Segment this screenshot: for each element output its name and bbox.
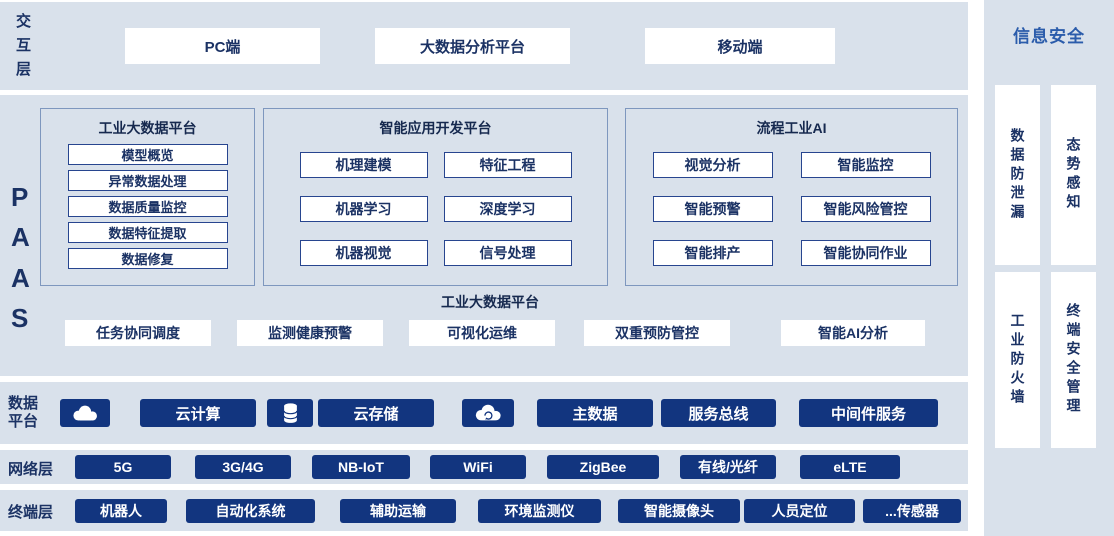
sec-data-leak-prevention: 数据防泄漏	[995, 85, 1040, 265]
security-panel-title: 信息安全	[1013, 27, 1085, 46]
sec-terminal-security-management: 终端安全管理	[1051, 272, 1096, 448]
security-panel: 信息安全 数据防泄漏 态势感知 工业防火墙 终端安全管理	[984, 0, 1114, 536]
node-signal-processing: 信号处理	[443, 240, 572, 266]
node-data-quality-monitoring: 数据质量监控	[67, 196, 228, 217]
node-5g: 5G	[75, 455, 171, 479]
terminal-layer-band: 终端层 机器人 自动化系统 辅助运输 环境监测仪 智能摄像头 人员定位 ...传…	[0, 490, 968, 531]
cloud-computing-icon	[60, 399, 110, 427]
network-layer-label: 网络层	[8, 461, 54, 478]
node-abnormal-data-processing: 异常数据处理	[67, 170, 228, 191]
cloud-sync-icon	[462, 399, 514, 427]
node-intelligent-collaboration: 智能协同作业	[800, 240, 931, 266]
node-master-data: 主数据	[537, 399, 653, 427]
node-intelligent-ai-analysis: 智能AI分析	[781, 320, 925, 346]
node-dual-prevention-control: 双重预防管控	[584, 320, 730, 346]
node-smart-camera: 智能摄像头	[618, 499, 740, 523]
panel-title: 流程工业AI	[756, 120, 827, 136]
node-middleware-service: 中间件服务	[799, 399, 938, 427]
panel-title: 工业大数据平台	[98, 120, 197, 136]
terminal-layer-label: 终端层	[8, 504, 54, 521]
node-wired-fiber: 有线/光纤	[680, 455, 776, 479]
panel-items: 视觉分析 智能监控 智能预警 智能风险管控 智能排产 智能协同作业	[626, 152, 957, 266]
node-bigdata-analysis-platform: 大数据分析平台	[375, 28, 570, 64]
node-model-overview: 模型概览	[67, 144, 228, 165]
panel-process-industry-ai: 流程工业AI 视觉分析 智能监控 智能预警 智能风险管控 智能排产 智能协同作业	[625, 108, 958, 286]
node-machine-vision: 机器视觉	[299, 240, 428, 266]
sec-industrial-firewall: 工业防火墙	[995, 272, 1040, 448]
node-visual-operations: 可视化运维	[409, 320, 555, 346]
main-column: 交互层 PC端 大数据分析平台 移动端 PAAS 工业大数据平台 模型概览 异常…	[0, 2, 968, 531]
node-deep-learning: 深度学习	[443, 196, 572, 222]
node-auxiliary-transport: 辅助运输	[340, 499, 456, 523]
node-automation-system: 自动化系统	[186, 499, 315, 523]
node-personnel-positioning: 人员定位	[744, 499, 855, 523]
node-intelligent-warning: 智能预警	[652, 196, 773, 222]
node-visual-analysis: 视觉分析	[652, 152, 773, 178]
panel-industrial-bigdata-platform: 工业大数据平台 模型概览 异常数据处理 数据质量监控 数据特征提取 数据修复	[40, 108, 255, 286]
node-mechanism-modeling: 机理建模	[299, 152, 428, 178]
node-cloud-storage: 云存储	[318, 399, 434, 427]
data-platform-band: 数据平台 云计算 云存储	[0, 382, 968, 444]
paas-bottom-title: 工业大数据平台	[441, 294, 539, 310]
interaction-layer-label: 交互层	[16, 13, 32, 78]
node-nb-iot: NB-IoT	[312, 455, 410, 479]
database-icon	[267, 399, 313, 427]
node-intelligent-monitoring: 智能监控	[800, 152, 931, 178]
node-3g-4g: 3G/4G	[195, 455, 291, 479]
panel-items: 机理建模 特征工程 机器学习 深度学习 机器视觉 信号处理	[264, 152, 607, 266]
panel-title: 智能应用开发平台	[379, 120, 492, 136]
paas-layer-band: PAAS 工业大数据平台 模型概览 异常数据处理 数据质量监控 数据特征提取 数…	[0, 95, 968, 376]
node-wifi: WiFi	[430, 455, 526, 479]
node-service-bus: 服务总线	[661, 399, 776, 427]
panel-items: 模型概览 异常数据处理 数据质量监控 数据特征提取 数据修复	[41, 144, 254, 269]
node-data-repair: 数据修复	[67, 248, 228, 269]
paas-layer-label: PAAS	[11, 182, 30, 333]
node-task-coordination-scheduling: 任务协同调度	[65, 320, 211, 346]
interaction-layer-band: 交互层 PC端 大数据分析平台 移动端	[0, 2, 968, 90]
node-zigbee: ZigBee	[547, 455, 659, 479]
node-intelligent-risk-control: 智能风险管控	[800, 196, 931, 222]
network-layer-band: 网络层 5G 3G/4G NB-IoT WiFi ZigBee 有线/光纤 eL…	[0, 450, 968, 484]
node-sensors: ...传感器	[863, 499, 961, 523]
node-machine-learning: 机器学习	[299, 196, 428, 222]
sec-situation-awareness: 态势感知	[1051, 85, 1096, 265]
data-platform-label: 数据平台	[8, 395, 39, 430]
node-intelligent-scheduling: 智能排产	[652, 240, 773, 266]
node-pc: PC端	[125, 28, 320, 64]
node-robot: 机器人	[75, 499, 167, 523]
node-elte: eLTE	[800, 455, 900, 479]
node-cloud-computing: 云计算	[140, 399, 256, 427]
node-environment-monitor: 环境监测仪	[478, 499, 601, 523]
node-feature-engineering: 特征工程	[443, 152, 572, 178]
node-data-feature-extraction: 数据特征提取	[67, 222, 228, 243]
node-health-monitoring-warning: 监测健康预警	[237, 320, 383, 346]
panel-intelligent-app-development: 智能应用开发平台 机理建模 特征工程 机器学习 深度学习 机器视觉 信号处理	[263, 108, 608, 286]
node-mobile: 移动端	[645, 28, 835, 64]
